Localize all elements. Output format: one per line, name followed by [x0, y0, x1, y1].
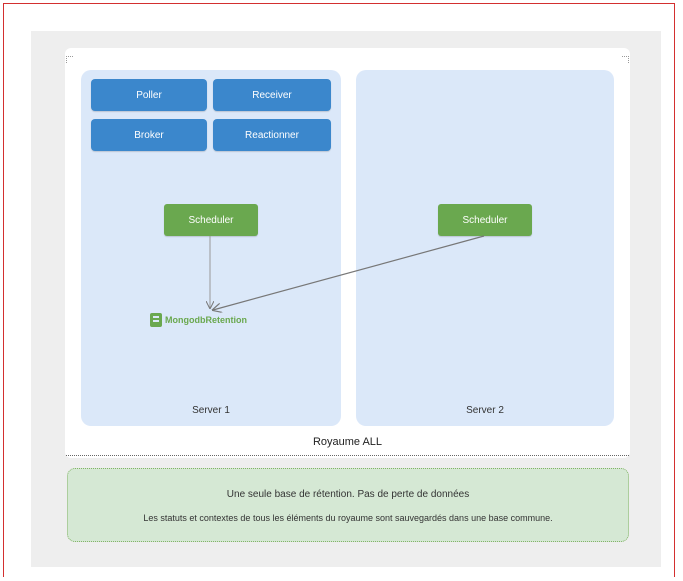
server-1-label: Server 1 [192, 405, 230, 416]
server-2-label: Server 2 [466, 405, 504, 416]
reactionner-node: Reactionner [213, 119, 331, 151]
scheduler-node-server-1: Scheduler [164, 204, 258, 236]
receiver-node: Receiver [213, 79, 331, 111]
retention-note: Une seule base de rétention. Pas de pert… [67, 468, 629, 542]
mongodb-retention-node: MongodbRetention [150, 312, 247, 328]
poller-node: Poller [91, 79, 207, 111]
scheduler-node-server-2: Scheduler [438, 204, 532, 236]
database-icon [150, 313, 162, 327]
mongodb-retention-label: MongodbRetention [165, 315, 247, 325]
realm-bottom-border [66, 455, 629, 456]
realm-corner-top-right [622, 56, 629, 63]
realm-title: Royaume ALL [312, 436, 383, 448]
server-2: Server 2 [356, 70, 614, 426]
broker-node: Broker [91, 119, 207, 151]
note-headline: Une seule base de rétention. Pas de pert… [226, 489, 470, 500]
note-detail: Les statuts et contextes de tous les élé… [143, 513, 553, 523]
realm-corner-top-left [66, 56, 73, 63]
